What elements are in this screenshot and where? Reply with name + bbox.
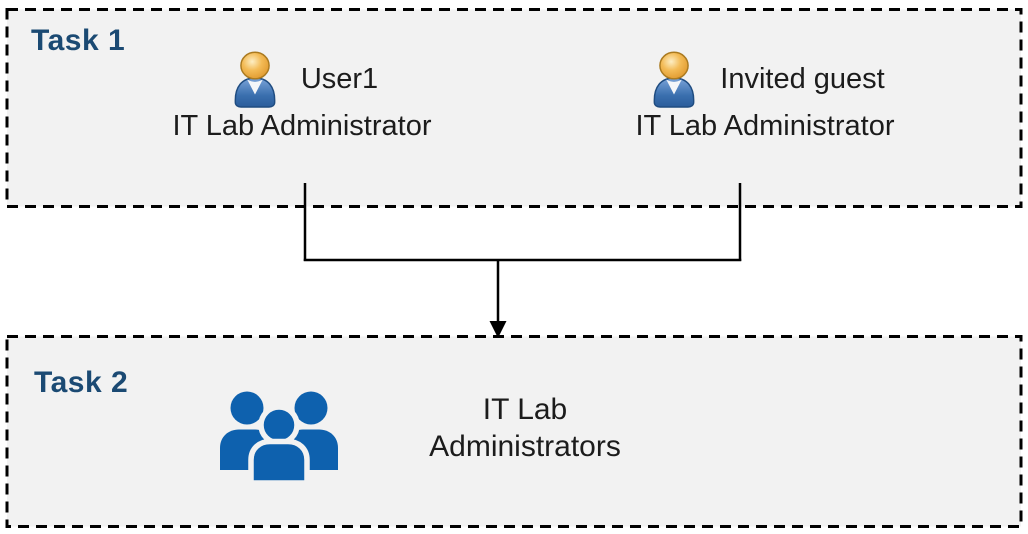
arrowhead-icon [489,321,507,338]
task1-box [5,8,1023,208]
user1-role: IT Lab Administrator [172,110,432,142]
task2-label: Task 2 [34,366,129,399]
user2-role: IT Lab Administrator [635,110,895,142]
task2-box [5,335,1023,528]
group-name-line1: IT Lab [482,393,568,426]
user2-name: Invited guest [720,62,885,95]
user1-row: User1 [226,50,378,108]
connector-lines [303,183,742,325]
user1-name: User1 [300,62,379,95]
group-people-icon [212,386,346,489]
person-icon [645,50,703,108]
task1-label: Task 1 [31,24,126,57]
user-card-invited-guest: Invited guest IT Lab Administrator [576,50,954,143]
user-card-user1: User1 IT Lab Administrator [118,50,486,143]
person-icon [226,50,284,108]
user2-row: Invited guest [645,50,885,108]
group-name: IT Lab Administrators [366,391,684,465]
group-name-line2: Administrators [429,430,621,463]
